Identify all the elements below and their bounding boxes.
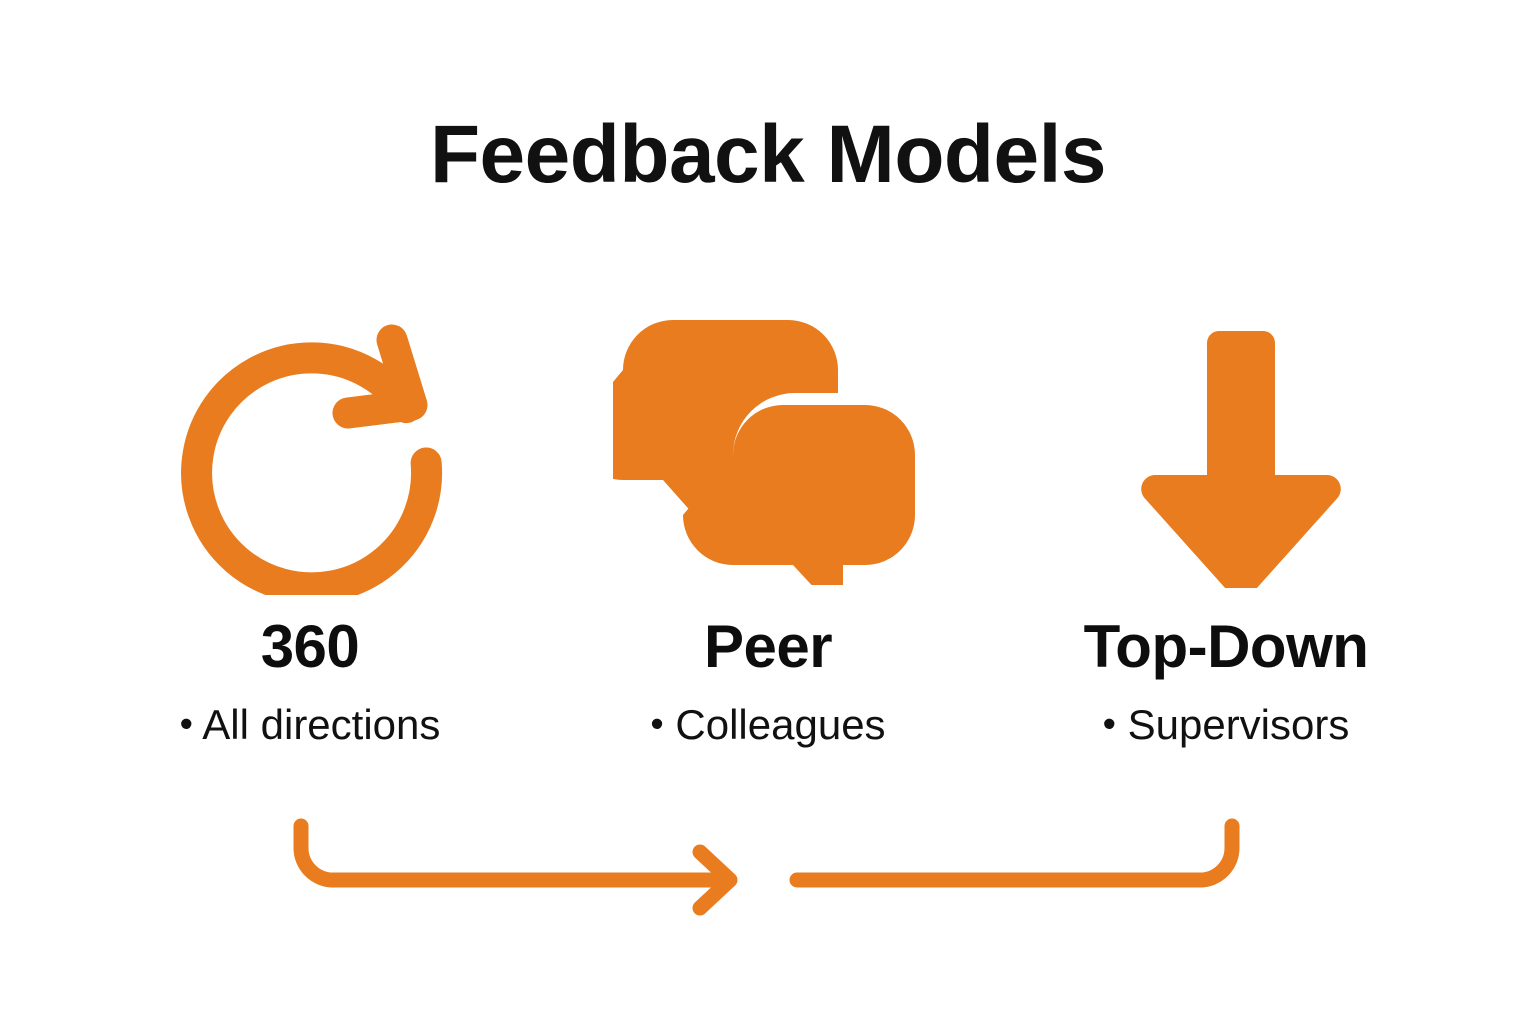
speech-bubbles-icon	[558, 300, 978, 600]
bullet-glyph: •	[1102, 703, 1116, 746]
flow-line-peer-to-top-down	[789, 818, 1240, 888]
page-title: Feedback Models	[429, 109, 1107, 200]
circular-arrow-360-icon	[100, 300, 520, 600]
card-heading: Peer	[703, 613, 833, 680]
card-detail-text: Colleagues	[675, 701, 886, 748]
card-heading: 360	[260, 613, 360, 680]
card-detail: • All directions	[100, 701, 520, 748]
card-detail: • Colleagues	[558, 701, 978, 748]
feedback-model-card-360: 360 • All directions	[100, 300, 520, 748]
flow-connectors	[0, 790, 1536, 940]
feedback-model-card-top-down: Top-Down • Supervisors	[1016, 300, 1436, 748]
card-detail-text: All directions	[202, 701, 441, 748]
bullet-glyph: •	[179, 703, 193, 746]
card-heading: Top-Down	[1083, 613, 1369, 680]
flow-arrow-360-to-peer	[293, 818, 738, 916]
bullet-glyph: •	[650, 703, 664, 746]
card-detail-text: Supervisors	[1127, 701, 1350, 748]
card-detail: • Supervisors	[1016, 701, 1436, 748]
feedback-model-card-peer: Peer • Colleagues	[558, 300, 978, 748]
down-arrow-icon	[1016, 300, 1436, 600]
